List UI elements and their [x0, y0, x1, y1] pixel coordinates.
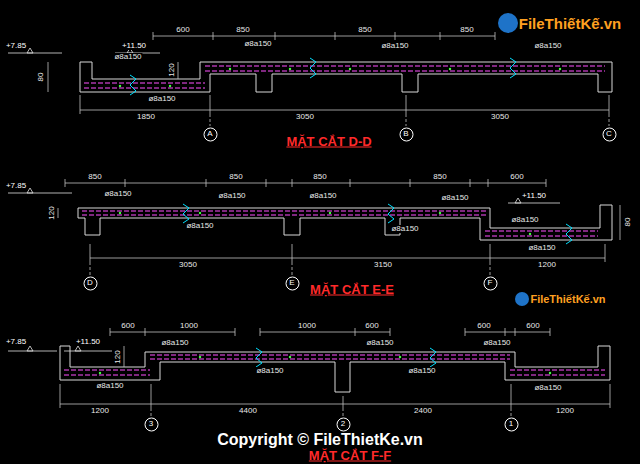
- elevation-text: +11.50: [121, 42, 147, 50]
- dimension-text: 600: [120, 322, 135, 330]
- grid-bubble: 2: [336, 417, 351, 432]
- dimension-text: 600: [525, 322, 540, 330]
- grid-label: 3: [144, 420, 159, 428]
- dimension-text: ø8a150: [365, 339, 394, 347]
- grid-label: E: [285, 279, 300, 287]
- grid-bubble: E: [285, 276, 300, 291]
- dimension-text: 1200: [90, 407, 110, 415]
- grid-label: F: [483, 279, 498, 287]
- dimension-text: ø8a150: [510, 216, 539, 224]
- grid-bubble: B: [399, 127, 414, 142]
- grid-label: 1: [504, 420, 519, 428]
- dimension-text: ø8a150: [440, 194, 469, 202]
- dimension-text: ø8a150: [533, 42, 562, 50]
- dimension-text: 850: [312, 173, 327, 181]
- thickness-dimension: 80: [624, 217, 632, 228]
- dimension-text: ø8a150: [390, 225, 419, 233]
- dimension-text: 850: [357, 26, 372, 34]
- thickness-dimension: 80: [37, 72, 45, 83]
- dimension-text: ø8a150: [95, 382, 124, 390]
- dimension-text: 850: [459, 26, 474, 34]
- dimension-text: ø8a150: [217, 192, 246, 200]
- dimension-text: ø8a150: [147, 95, 176, 103]
- grid-bubble: A: [203, 127, 218, 142]
- dimension-text: 3050: [178, 261, 198, 269]
- dimension-text: ø8a150: [407, 367, 436, 375]
- dimension-text: ø8a150: [380, 42, 409, 50]
- dimension-text: 850: [235, 26, 250, 34]
- dimension-text: 1200: [537, 261, 557, 269]
- dimension-text: 850: [432, 173, 447, 181]
- grid-bubble: F: [483, 276, 498, 291]
- dimension-text: ø8a150: [113, 53, 142, 61]
- dimension-text: ø8a150: [308, 192, 337, 200]
- thickness-dimension: 120: [48, 205, 56, 220]
- dimension-text: 1850: [136, 113, 156, 121]
- elevation-text: +11.50: [75, 338, 101, 346]
- logo-watermark: FileThiếtKế.vn: [518, 16, 623, 31]
- grid-bubble: 1: [504, 417, 519, 432]
- grid-label: D: [83, 279, 98, 287]
- grid-bubble: 3: [144, 417, 159, 432]
- dimension-text: 600: [175, 26, 190, 34]
- dimension-text: ø8a150: [185, 222, 214, 230]
- dimension-text: 600: [509, 173, 524, 181]
- section-title: MẶT CẮT E-E: [309, 283, 395, 296]
- dimension-text: 600: [476, 322, 491, 330]
- grid-bubble: C: [602, 127, 617, 142]
- section-title: MẶT CẮT F-F: [308, 449, 392, 462]
- grid-label: A: [203, 130, 218, 138]
- dimension-text: 3150: [373, 261, 393, 269]
- dimension-text: ø8a150: [527, 244, 556, 252]
- dimension-text: 850: [87, 173, 102, 181]
- dimension-text: 1000: [297, 322, 317, 330]
- logo-icon: [498, 13, 529, 306]
- logo-watermark: FileThiếtKế.vn: [529, 294, 606, 305]
- copyright-watermark: Copyright © FileThietKe.vn: [216, 432, 424, 448]
- elevation-text: +7.85: [5, 182, 27, 190]
- dimension-text: 3050: [490, 113, 510, 121]
- elevation-text: +11.50: [521, 192, 547, 200]
- elevation-text: +7.85: [5, 42, 27, 50]
- section-title: MẶT CẮT D-D: [285, 135, 372, 148]
- dimension-text: 2400: [413, 407, 433, 415]
- dimension-text: ø8a150: [160, 339, 189, 347]
- dimension-text: ø8a150: [255, 367, 284, 375]
- thickness-dimension: 120: [168, 62, 176, 77]
- dimension-text: 600: [364, 322, 379, 330]
- grid-bubble: D: [83, 276, 98, 291]
- dimension-text: 1200: [555, 407, 575, 415]
- dimension-text: ø8a150: [482, 339, 511, 347]
- dimension-text: 1000: [179, 322, 199, 330]
- dimension-text: ø8a150: [243, 40, 272, 48]
- grid-label: C: [602, 130, 617, 138]
- grid-label: B: [399, 130, 414, 138]
- dimension-text: 850: [228, 173, 243, 181]
- dimension-text: ø8a150: [103, 190, 132, 198]
- grid-label: 2: [336, 420, 351, 428]
- elevation-text: +7.85: [5, 338, 27, 346]
- dimension-text: 3050: [295, 113, 315, 121]
- thickness-dimension: 120: [114, 349, 122, 364]
- dimension-text: ø8a150: [533, 384, 562, 392]
- dimension-text: 4400: [238, 407, 258, 415]
